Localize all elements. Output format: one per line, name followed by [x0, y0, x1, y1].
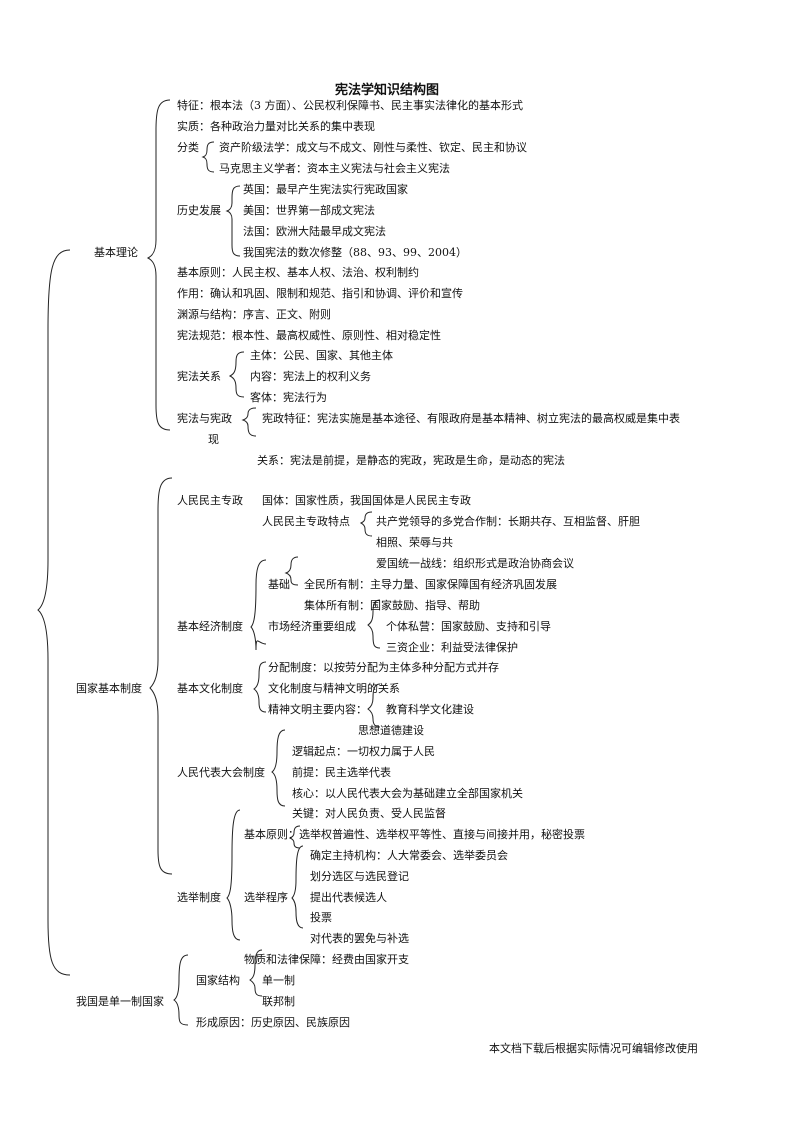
text-line: 宪法关系: [177, 370, 221, 383]
brace-classification: [201, 141, 215, 173]
text-line: 形成原因：历史原因、民族原因: [196, 1016, 350, 1029]
text-line: 资产阶级法学：成文与不成文、刚性与柔性、钦定、民主和协议: [219, 141, 527, 154]
text-line: 基本文化制度: [177, 682, 243, 695]
text-line: 提出代表候选人: [310, 891, 387, 904]
text-line: 划分选区与选民登记: [310, 870, 409, 883]
text-line: 实质：各种政治力量对比关系的集中表现: [177, 120, 375, 133]
text-line: 我国是单一制国家: [76, 995, 164, 1008]
text-line: 投票: [310, 911, 332, 924]
brace-civilization: [367, 683, 381, 728]
text-line: 个体私营：国家鼓励、支持和引导: [386, 620, 551, 633]
text-line: 人民代表大会制度: [177, 766, 265, 779]
text-line: 教育科学文化建设: [386, 703, 474, 716]
brace-congress: [271, 729, 286, 807]
text-line: 英国：最早产生宪法实行宪政国家: [243, 183, 408, 196]
text-line: 国体：国家性质，我国国体是人民民主专政: [262, 494, 471, 507]
text-line: 现: [208, 433, 219, 446]
brace-unitary: [173, 954, 189, 1026]
page-title: 宪法学知识结构图: [335, 83, 440, 98]
text-line: 单一制: [262, 974, 295, 987]
text-line: 美国：世界第一部成文宪法: [243, 204, 375, 217]
text-line: 作用：确认和巩固、限制和规范、指引和协调、评价和宣传: [177, 287, 463, 300]
outer-brace: [37, 249, 71, 976]
text-line: 国家基本制度: [76, 682, 142, 695]
text-line: 宪政特征：宪法实施是基本途径、有限政府是基本精神、树立宪法的最高权威是集中表: [262, 412, 680, 425]
text-line: 基本经济制度: [177, 620, 243, 633]
text-line: 特征：根本法（3 方面）、公民权利保障书、民主事实法律化的基本形式: [177, 99, 523, 112]
text-line: 共产党领导的多党合作制：长期共存、互相监督、肝胆: [376, 515, 640, 528]
brace-election-principle: [288, 825, 301, 849]
text-line: 宪法规范：根本性、最高权威性、原则性、相对稳定性: [177, 329, 441, 342]
text-line: 集体所有制：国家鼓励、指导、帮助: [304, 599, 480, 612]
text-line: 人民民主专政特点: [262, 515, 350, 528]
brace-basic-theory: [146, 99, 171, 431]
text-line: 确定主持机构：人大常委会、选举委员会: [310, 849, 508, 862]
text-line: 对代表的罢免与补选: [310, 932, 409, 945]
text-line: 精神文明主要内容：: [268, 703, 367, 716]
brace-state-system: [149, 477, 173, 875]
text-line: 基础: [268, 578, 290, 591]
text-line: 分类: [177, 141, 199, 154]
text-line: 思想道德建设: [358, 724, 424, 737]
text-line: 宪法与宪政: [177, 412, 232, 425]
text-line: 爱国统一战线：组织形式是政治协商会议: [376, 557, 574, 570]
text-line: 马克思主义学者：资本主义宪法与社会主义宪法: [219, 162, 450, 175]
brace-election: [226, 809, 241, 941]
brace-constitutionalism: [241, 407, 257, 437]
text-line: 国家结构: [196, 974, 240, 987]
text-line: 历史发展: [177, 204, 221, 217]
text-line: 内容：宪法上的权利义务: [250, 370, 371, 383]
text-line: 联邦制: [262, 995, 295, 1008]
text-line: 渊源与结构：序言、正文、附则: [177, 308, 331, 321]
text-line: 我国宪法的数次修整（88、93、99、2004）: [243, 246, 467, 259]
text-line: 选举制度: [177, 891, 221, 904]
text-line: 全民所有制：主导力量、国家保障国有经济巩固发展: [304, 578, 557, 591]
text-line: 文化制度与精神文明的关系: [268, 682, 400, 695]
text-line: 相照、荣辱与共: [376, 536, 453, 549]
text-line: 关键：对人民负责、受人民监督: [292, 807, 446, 820]
brace-history: [225, 185, 241, 257]
brace-election-procedure: [291, 845, 304, 929]
text-line: 物质和法律保障：经费由国家开支: [244, 953, 409, 966]
brace-economy: [250, 559, 267, 651]
text-line: 逻辑起点：一切权力属于人民: [292, 745, 435, 758]
text-line: 关系：宪法是前提，是静态的宪政，宪政是生命，是动态的宪法: [257, 454, 565, 467]
text-line: 客体：宪法行为: [250, 391, 327, 404]
text-line: 基本理论: [94, 246, 138, 259]
text-line: 基本原则：人民主权、基本人权、法治、权利制约: [177, 266, 419, 279]
text-line: 核心：以人民代表大会为基础建立全部国家机关: [292, 787, 523, 800]
text-line: 选举程序: [244, 891, 288, 904]
text-line: 分配制度：以按劳分配为主体多种分配方式并存: [268, 661, 499, 674]
text-line: 人民民主专政: [177, 494, 243, 507]
text-line: 法国：欧洲大陆最早成文宪法: [243, 225, 386, 238]
text-line: 市场经济重要组成: [268, 620, 356, 633]
footer-note: 本文档下载后根据实际情况可编辑修改使用: [489, 1042, 698, 1055]
brace-structure: [249, 949, 263, 997]
brace-relation: [228, 351, 245, 398]
brace-market: [367, 599, 381, 649]
text-line: 基本原则：选举权普遍性、选举权平等性、直接与间接并用，秘密投票: [244, 828, 585, 841]
text-line: 前提：民主选举代表: [292, 766, 391, 779]
brace-foundation: [284, 556, 299, 586]
brace-dictatorship: [359, 511, 373, 537]
text-line: 主体：公民、国家、其他主体: [250, 349, 393, 362]
brace-culture: [253, 661, 267, 713]
text-line: 三资企业：利益受法律保护: [386, 641, 518, 654]
